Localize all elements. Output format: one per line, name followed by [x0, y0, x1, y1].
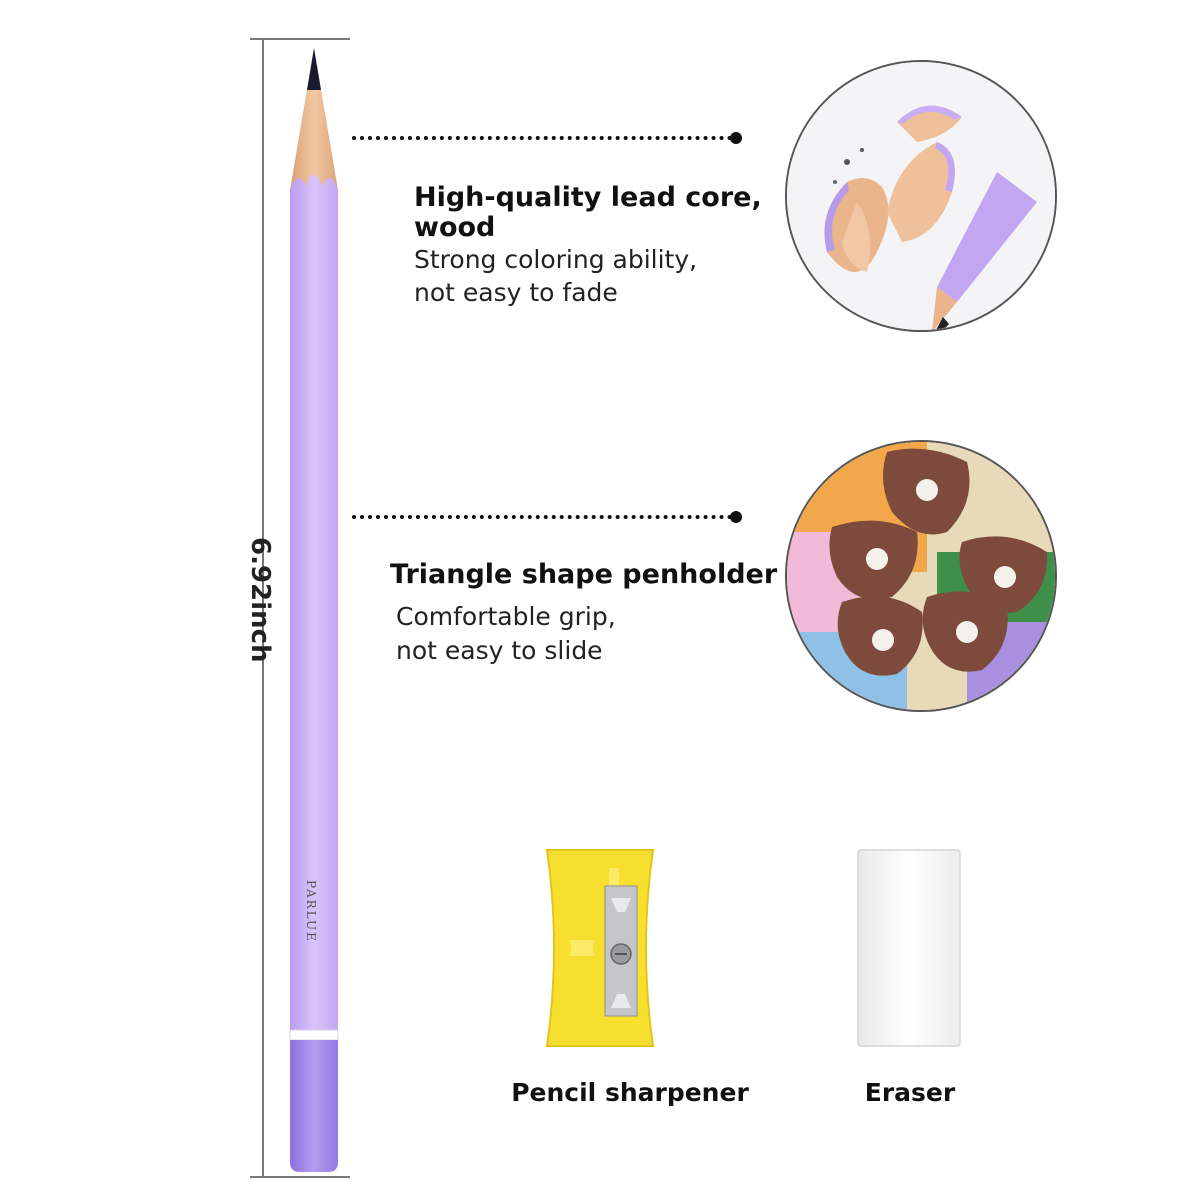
eraser-label: Eraser — [864, 1078, 956, 1107]
connector-line-2 — [352, 515, 732, 519]
dimension-label: 6.92inch — [245, 537, 275, 663]
feature-2-desc-line-1: Comfortable grip, — [396, 602, 616, 631]
connector-dot-2 — [730, 511, 742, 523]
connector-dot-1 — [730, 132, 742, 144]
feature-1-desc-line-1: Strong coloring ability, — [414, 245, 698, 274]
dimension-cap-bottom — [250, 1176, 350, 1178]
connector-line-1 — [352, 136, 732, 140]
pencil-shavings-photo — [785, 60, 1057, 332]
dimension-line — [262, 40, 264, 1178]
pencil-brand-text: PARLUE — [304, 880, 318, 943]
sharpener-icon — [545, 849, 655, 1047]
triangle-pencils-photo — [785, 440, 1057, 712]
feature-2-title: Triangle shape penholder — [390, 559, 778, 590]
feature-2-desc-line-2: not easy to slide — [396, 636, 603, 665]
feature-1-desc-line-2: not easy to fade — [414, 278, 618, 307]
dimension-cap-top — [250, 38, 350, 40]
eraser-icon — [857, 849, 961, 1047]
pencil-illustration — [289, 48, 339, 1172]
sharpener-label: Pencil sharpener — [511, 1078, 749, 1107]
feature-1-title: High-quality lead core, wood — [414, 182, 762, 243]
